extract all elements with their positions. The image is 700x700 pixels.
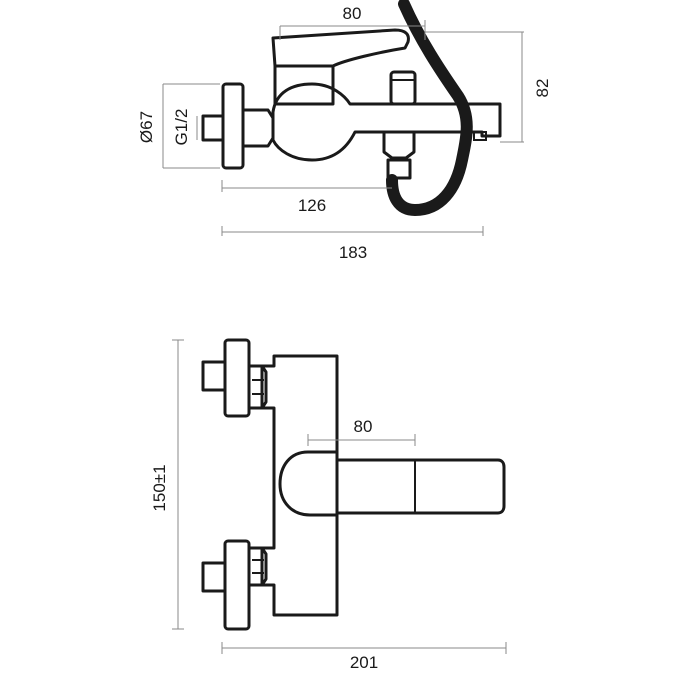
- dim-centers-label: 150±1: [150, 464, 169, 511]
- lower-connector: [201, 539, 268, 631]
- wall-flange: [221, 82, 245, 170]
- hose-connector: [382, 130, 416, 160]
- dim-diameter-label: Ø67: [137, 111, 156, 143]
- shower-hose: [386, 0, 473, 217]
- front-dimensions: [172, 339, 507, 654]
- dim-overall-length-label: 183: [339, 243, 367, 262]
- side-dimensions: [162, 20, 524, 236]
- diverter-knob: [389, 70, 417, 106]
- dim-height-label: 82: [533, 79, 552, 98]
- front-lever: [278, 450, 339, 517]
- hex-nut: [241, 108, 275, 148]
- upper-connector: [201, 338, 268, 418]
- front-body: [260, 354, 339, 617]
- dim-spout-reach-label: 126: [298, 196, 326, 215]
- front-view: 80 150±1 201: [150, 338, 507, 672]
- inlet-stub: [201, 114, 225, 142]
- dim-lever-width-label: 80: [354, 417, 373, 436]
- front-spout: [335, 458, 506, 515]
- mixer-body: [271, 82, 502, 162]
- spout-outlet: [473, 131, 487, 141]
- side-view: 80 82 Ø67 G1/2 126 183: [137, 0, 552, 262]
- dim-top-width-label: 80: [343, 4, 362, 23]
- dim-thread-label: G1/2: [172, 109, 191, 146]
- dim-overall-width-label: 201: [350, 653, 378, 672]
- lever-handle: [271, 28, 410, 68]
